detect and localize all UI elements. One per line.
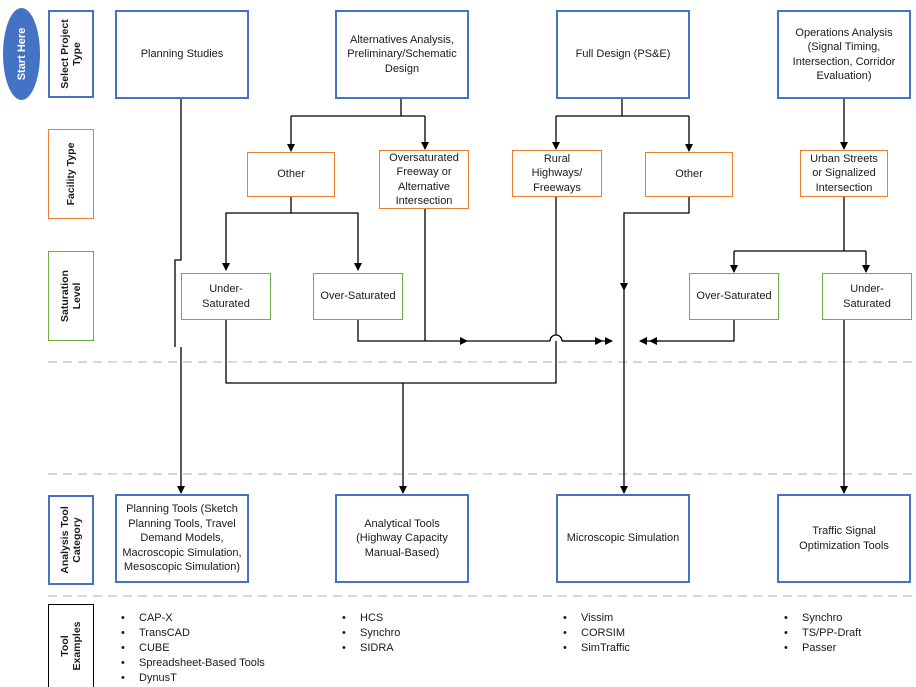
list-item: CORSIM <box>560 626 630 641</box>
urban-streets-box: Urban Streets or Signalized Intersection <box>800 150 888 197</box>
signal-optimization-tools-box: Traffic Signal Optimization Tools <box>777 494 911 583</box>
list-item: SIDRA <box>339 641 400 656</box>
connector-line <box>357 320 468 345</box>
list-item: HCS <box>339 611 400 626</box>
facility-other-right-text: Other <box>675 168 703 181</box>
over-saturated-left-box: Over-Saturated <box>313 273 403 320</box>
list-item: CAP-X <box>118 611 265 626</box>
row-label-facility-type: Facility Type <box>48 129 94 219</box>
row-label-analysis-tool-category-text: Analysis Tool Category <box>59 506 83 574</box>
row-label-facility-type-text: Facility Type <box>65 142 77 206</box>
under-saturated-left-box: Under-Saturated <box>181 273 271 320</box>
planning-tools-box: Planning Tools (Sketch Planning Tools, T… <box>115 494 249 583</box>
connector-line <box>222 196 292 271</box>
full-design-text: Full Design (PS&E) <box>575 48 671 61</box>
operations-analysis-text: Operations Analysis (Signal Timing, Inte… <box>792 26 896 83</box>
over-saturated-left-text: Over-Saturated <box>320 290 396 303</box>
oversaturated-freeway-text: Oversaturated Freeway or Alternative Int… <box>389 151 459 208</box>
list-item: Passer <box>781 641 861 656</box>
connector-line <box>291 212 362 271</box>
list-item: TS/PP-Draft <box>781 626 861 641</box>
under-saturated-right-box: Under-Saturated <box>822 273 912 320</box>
under-saturated-left-text: Under-Saturated <box>202 283 250 310</box>
full-design-box: Full Design (PS&E) <box>556 10 690 99</box>
row-label-saturation-level: Saturation Level <box>48 251 94 341</box>
start-here-label: Start Here <box>15 27 28 81</box>
row-label-analysis-tool-category: Analysis Tool Category <box>48 495 94 585</box>
connector-line <box>649 320 735 345</box>
urban-streets-text: Urban Streets or Signalized Intersection <box>810 152 878 194</box>
list-item: Synchro <box>781 611 861 626</box>
operations-analysis-box: Operations Analysis (Signal Timing, Inte… <box>777 10 911 99</box>
signal-optimization-tools-text: Traffic Signal Optimization Tools <box>799 525 889 552</box>
analytical-tools-text: Analytical Tools (Highway Capacity Manua… <box>356 517 448 559</box>
connector-line <box>549 334 563 342</box>
start-here-oval: Start Here <box>3 8 40 100</box>
row-label-project-type: Select Project Type <box>48 10 94 98</box>
rural-highways-box: Rural Highways/ Freeways <box>512 150 602 197</box>
row-label-tool-examples: Tool Examples <box>48 604 94 687</box>
planning-tools-text: Planning Tools (Sketch Planning Tools, T… <box>122 503 242 574</box>
signal-tool-examples-list: Synchro TS/PP-Draft Passer <box>781 611 861 656</box>
planning-tool-examples-list: CAP-X TransCAD CUBE Spreadsheet-Based To… <box>118 611 265 686</box>
over-saturated-right-text: Over-Saturated <box>696 290 772 303</box>
list-item: Synchro <box>339 626 400 641</box>
over-saturated-right-box: Over-Saturated <box>689 273 779 320</box>
row-label-saturation-level-text: Saturation Level <box>59 270 83 322</box>
connector-line <box>225 320 557 384</box>
microscopic-simulation-text: Microscopic Simulation <box>566 532 680 545</box>
alternatives-analysis-box: Alternatives Analysis, Preliminary/Schem… <box>335 10 469 99</box>
facility-other-right-box: Other <box>645 152 733 197</box>
facility-other-left-text: Other <box>277 168 305 181</box>
row-label-tool-examples-text: Tool Examples <box>59 621 83 671</box>
connector-line <box>620 197 690 291</box>
planning-studies-box: Planning Studies <box>115 10 249 99</box>
microscopic-simulation-box: Microscopic Simulation <box>556 494 690 583</box>
rural-highways-text: Rural Highways/ Freeways <box>531 152 583 194</box>
analytical-tool-examples-list: HCS Synchro SIDRA <box>339 611 400 656</box>
list-item: DynusT <box>118 671 265 686</box>
microscopic-tool-examples-list: Vissim CORSIM SimTraffic <box>560 611 630 656</box>
row-label-project-type-text: Select Project Type <box>59 19 83 89</box>
list-item: CUBE <box>118 641 265 656</box>
list-item: Vissim <box>560 611 630 626</box>
list-item: Spreadsheet-Based Tools <box>118 656 265 671</box>
facility-other-left-box: Other <box>247 152 335 197</box>
analytical-tools-box: Analytical Tools (Highway Capacity Manua… <box>335 494 469 583</box>
oversaturated-freeway-box: Oversaturated Freeway or Alternative Int… <box>379 150 469 209</box>
list-item: SimTraffic <box>560 641 630 656</box>
planning-studies-text: Planning Studies <box>140 48 224 61</box>
alternatives-analysis-text: Alternatives Analysis, Preliminary/Schem… <box>347 33 457 75</box>
under-saturated-right-text: Under-Saturated <box>843 283 891 310</box>
list-item: TransCAD <box>118 626 265 641</box>
